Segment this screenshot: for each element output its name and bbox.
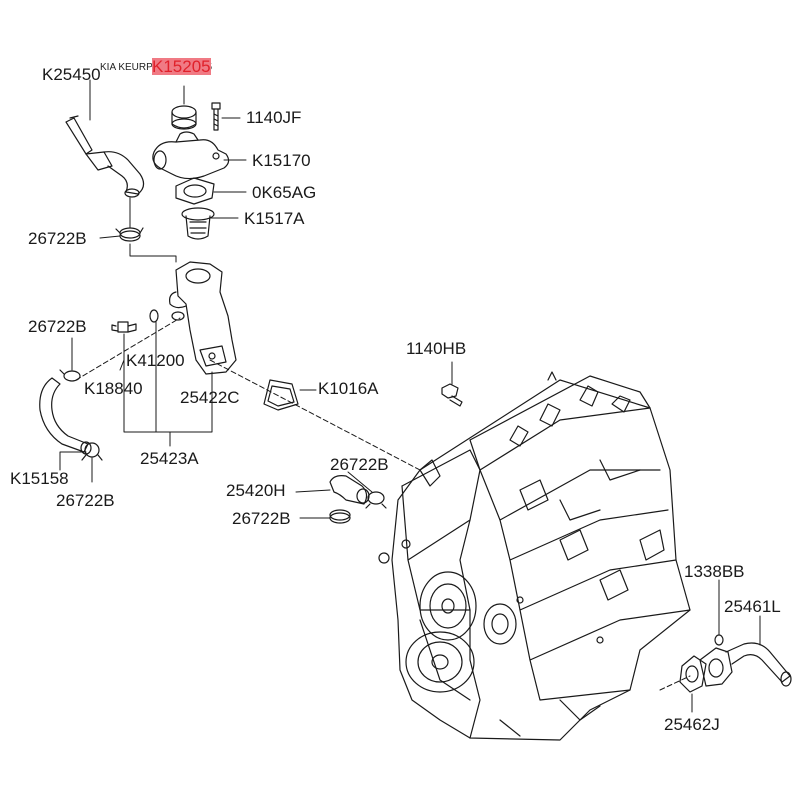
part-label-1140hb: 1140HB bbox=[406, 339, 467, 358]
part-label-25420h: 25420H bbox=[226, 481, 286, 500]
part-label-0k65ag: 0K65AG bbox=[252, 183, 317, 202]
seal-1338bb-part bbox=[714, 634, 724, 646]
part-label-1338bb: 1338BB bbox=[684, 562, 745, 581]
upper-hose-part bbox=[65, 115, 145, 198]
part-label-26722b-mid: 26722B bbox=[330, 455, 389, 474]
left-clamp-bottom-part bbox=[81, 442, 103, 461]
cap-part bbox=[171, 105, 197, 130]
upper-clamp-part bbox=[115, 227, 144, 242]
gasket-25462j-part bbox=[679, 655, 707, 693]
leader-lines bbox=[59, 79, 761, 713]
bypass-hose-part bbox=[329, 475, 370, 505]
bypass-clamp-top-part bbox=[365, 491, 387, 509]
part-label-26722b-mid2: 26722B bbox=[232, 509, 291, 528]
bolt-1140hb-part bbox=[441, 383, 463, 407]
bolt-1140jf-part bbox=[211, 102, 221, 131]
water-inlet-housing-part bbox=[169, 261, 237, 375]
part-label-k41200: K41200 bbox=[126, 351, 185, 370]
part-label-25423a: 25423A bbox=[140, 449, 199, 468]
part-label-1140jf: 1140JF bbox=[246, 108, 302, 127]
part-label-k15205: K15205 bbox=[152, 57, 211, 76]
part-label-k18840: K18840 bbox=[84, 379, 143, 398]
o-ring-part bbox=[149, 309, 159, 323]
dashed-guide-lines bbox=[75, 317, 691, 691]
gasket-k1016a-part bbox=[263, 379, 299, 411]
part-label-26722b-left: 26722B bbox=[28, 317, 87, 336]
part-label-k15158: K15158 bbox=[10, 469, 69, 488]
bypass-clamp-bottom-part bbox=[329, 509, 351, 524]
sensor-k18840-part bbox=[111, 321, 137, 333]
part-label-k1016a: K1016A bbox=[318, 379, 379, 398]
thermostat-housing-part bbox=[152, 131, 230, 180]
part-label-25461l: 25461L bbox=[724, 597, 781, 616]
left-clamp-top-part bbox=[59, 369, 81, 382]
part-label-k25450: K25450 bbox=[42, 65, 101, 84]
engine-block bbox=[378, 371, 691, 741]
part-label-25462j: 25462J bbox=[664, 715, 720, 734]
thermostat-part bbox=[181, 207, 215, 240]
part-label-k1517a: K1517A bbox=[244, 209, 305, 228]
part-label-k15170: K15170 bbox=[252, 151, 311, 170]
part-label-26722b-bottom: 26722B bbox=[56, 491, 115, 510]
gasket-part bbox=[175, 177, 215, 205]
part-label-25422c: 25422C bbox=[180, 388, 240, 407]
outlet-pipe-part bbox=[699, 642, 792, 687]
engine-pulleys bbox=[405, 571, 517, 693]
part-label-26722b-top: 26722B bbox=[28, 229, 87, 248]
